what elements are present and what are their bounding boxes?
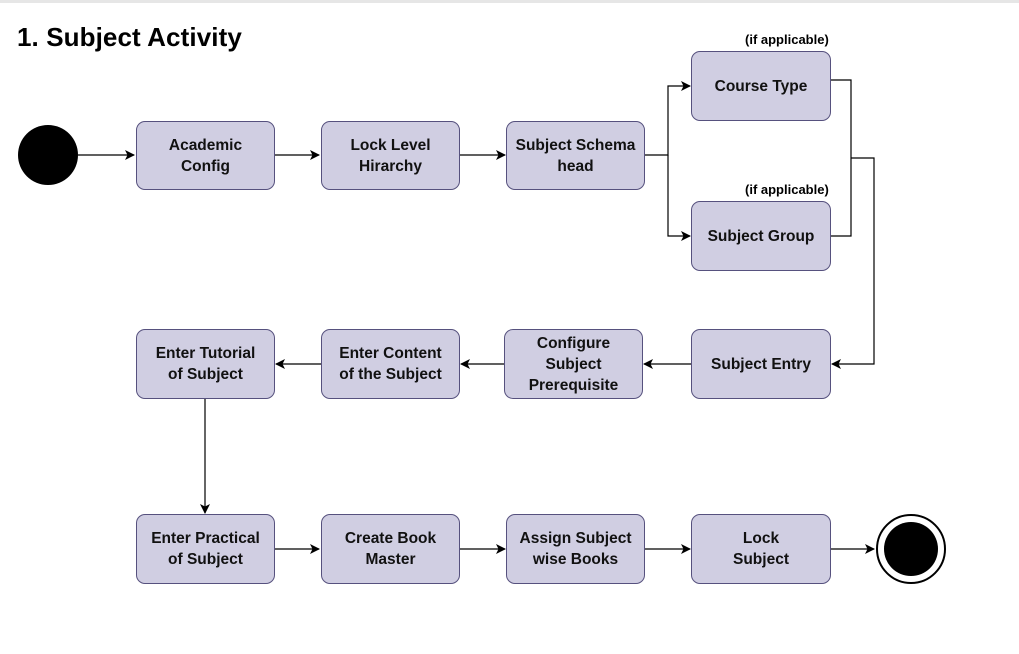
- node-enter-tutorial-of-subject[interactable]: Enter Tutorial of Subject: [136, 329, 275, 399]
- node-course-type[interactable]: Course Type: [691, 51, 831, 121]
- node-subject-entry[interactable]: Subject Entry: [691, 329, 831, 399]
- page-title: 1. Subject Activity: [17, 22, 242, 52]
- edge-subject-group-merge: [831, 158, 852, 237]
- node-subject-schema-head[interactable]: Subject Schema head: [506, 121, 645, 190]
- node-assign-subject-wise-books[interactable]: Assign Subject wise Books: [506, 514, 645, 584]
- node-configure-subject-prerequisite[interactable]: Configure Subject Prerequisite: [504, 329, 643, 399]
- initial-node[interactable]: [18, 125, 78, 185]
- node-academic-config[interactable]: Academic Config: [136, 121, 275, 190]
- note-subject-group-if-applicable: (if applicable): [745, 182, 829, 197]
- edge-subject-schema-to-subject-group: [667, 155, 691, 241]
- node-enter-practical-of-subject[interactable]: Enter Practical of Subject: [136, 514, 275, 584]
- node-lock-subject[interactable]: Lock Subject: [691, 514, 831, 584]
- node-subject-group[interactable]: Subject Group: [691, 201, 831, 271]
- node-create-book-master[interactable]: Create Book Master: [321, 514, 460, 584]
- node-enter-content-of-subject[interactable]: Enter Content of the Subject: [321, 329, 460, 399]
- top-border: [0, 0, 1019, 3]
- note-course-type-if-applicable: (if applicable): [745, 32, 829, 47]
- edge-subject-schema-to-course-type: [645, 81, 691, 156]
- edge-course-type-merge: [831, 79, 852, 158]
- edge-merge-to-subject-entry: [831, 157, 875, 369]
- node-lock-level-hirarchy[interactable]: Lock Level Hirarchy: [321, 121, 460, 190]
- final-node-inner: [884, 522, 938, 576]
